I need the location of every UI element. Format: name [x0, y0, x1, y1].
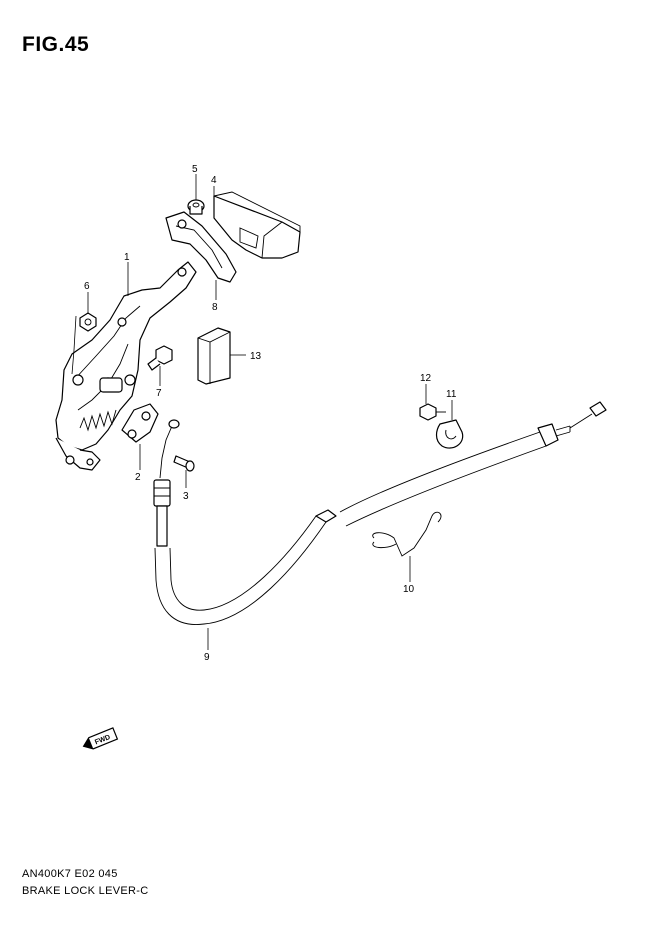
callout-11: 11	[446, 389, 457, 400]
part-5-bolt	[187, 199, 205, 215]
part-1-lever-bracket	[55, 261, 197, 471]
part-13-rubber-pad	[197, 327, 231, 385]
figure-name: BRAKE LOCK LEVER-C	[22, 885, 149, 897]
part-7-bolt	[147, 345, 173, 371]
part-6-guide-line	[71, 315, 77, 375]
callout-2: 2	[135, 472, 141, 483]
callout-10: 10	[403, 584, 415, 595]
callout-1: 1	[124, 252, 130, 263]
part-10-clamp-wire	[372, 511, 442, 557]
callout-6: 6	[84, 281, 90, 292]
part-8-lever-arm	[165, 211, 237, 283]
callout-3: 3	[183, 491, 189, 502]
part-9-brake-cable	[154, 401, 607, 625]
part-11-cable-clamp	[435, 419, 464, 449]
cable-end-fitting	[153, 419, 180, 547]
part-2-cable-holder	[121, 403, 159, 443]
part-12-bolt	[419, 403, 446, 421]
callout-12: 12	[420, 373, 432, 384]
part-6-nut	[79, 312, 97, 332]
callout-7: 7	[156, 388, 162, 399]
callout-9: 9	[204, 652, 210, 663]
callout-4: 4	[211, 175, 217, 186]
figure-title: FIG.45	[22, 33, 90, 56]
forward-arrow-icon: FWD	[82, 727, 119, 750]
part-3-screw	[173, 455, 195, 472]
callout-5: 5	[192, 164, 198, 175]
part-4-grip-cover	[213, 191, 301, 259]
callout-13: 13	[250, 351, 262, 362]
figure-code: AN400K7 E02 045	[22, 868, 118, 880]
callout-8: 8	[212, 302, 218, 313]
